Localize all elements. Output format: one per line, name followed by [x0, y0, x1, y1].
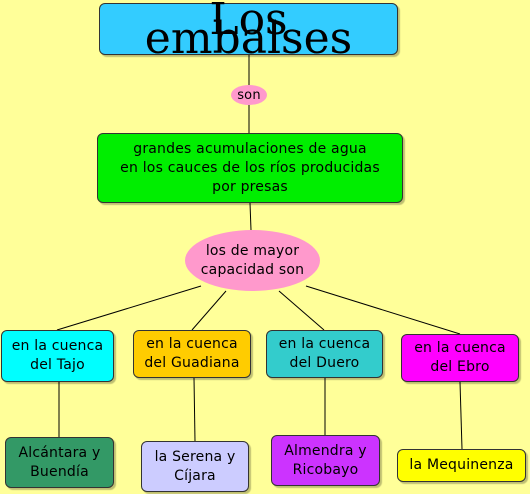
link-label-son: son — [231, 85, 267, 105]
connector-guadiana-serena — [193, 377, 196, 442]
connector-mayor-ebro — [305, 285, 461, 335]
connector-mayor-tajo — [56, 285, 202, 331]
node-alcantara-buendia: Alcántara y Buendía — [5, 437, 114, 488]
connector-definition-mayor — [249, 202, 252, 231]
link-label-mayor-capacidad: los de mayor capacidad son — [185, 230, 320, 291]
node-cuenca-guadiana: en la cuenca del Guadiana — [133, 330, 251, 378]
node-cuenca-ebro: en la cuenca del Ebro — [401, 334, 519, 382]
definition-node: grandes acumulaciones de agua en los cau… — [97, 133, 403, 203]
title-node: Los embalses — [99, 0, 398, 61]
connector-mayor-duero — [278, 290, 325, 331]
connector-mayor-guadiana — [191, 290, 227, 331]
node-cuenca-tajo: en la cuenca del Tajo — [1, 330, 114, 382]
connector-ebro-mequinenza — [459, 381, 463, 450]
node-mequinenza: la Mequinenza — [397, 449, 526, 482]
node-almendra-ricobayo: Almendra y Ricobayo — [271, 435, 380, 486]
node-serena-cijara: la Serena y Cíjara — [141, 441, 249, 492]
node-cuenca-duero: en la cuenca del Duero — [266, 330, 383, 378]
